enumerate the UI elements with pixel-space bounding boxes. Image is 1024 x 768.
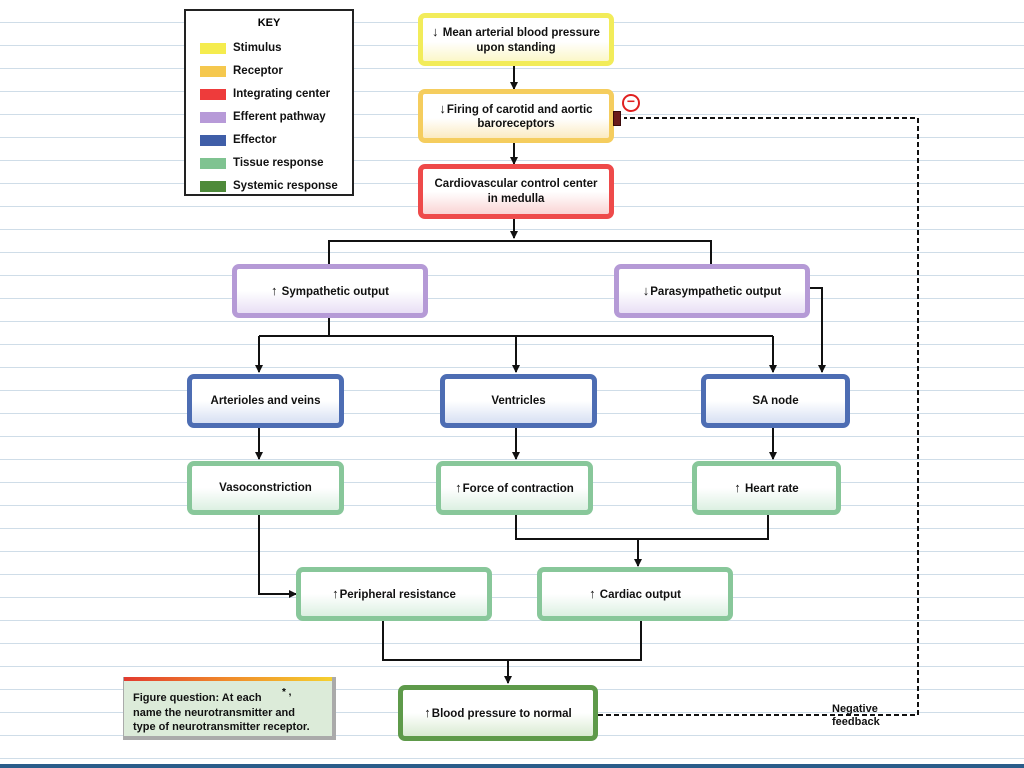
negative-feedback-loop	[598, 117, 919, 716]
node-parasympathetic-output: ↓Parasympathetic output	[614, 264, 810, 318]
legend-label: Tissue response	[233, 157, 324, 169]
feedback-target-marker	[613, 111, 621, 126]
legend-title: KEY	[257, 17, 281, 29]
legend-key: KEY Stimulus Receptor Integrating center…	[184, 9, 354, 196]
minus-sign-icon: −	[622, 94, 640, 112]
legend-item-integrating-center: Integrating center	[200, 87, 330, 101]
node-force-of-contraction: ↑Force of contraction	[436, 461, 593, 515]
node-label: Blood pressure to normal	[431, 707, 572, 720]
legend-label: Stimulus	[233, 42, 282, 54]
up-arrow-icon: ↑	[589, 585, 596, 601]
bottom-border	[0, 764, 1024, 768]
arrow-parasymp-to-sa	[809, 287, 826, 373]
legend-label: Integrating center	[233, 88, 331, 100]
node-peripheral-resistance: ↑Peripheral resistance	[296, 567, 492, 621]
node-receptor: ↓Firing of carotid and aortic barorecept…	[418, 89, 614, 143]
node-arterioles-and-veins: Arterioles and veins	[187, 374, 344, 428]
node-label: Ventricles	[491, 394, 546, 407]
question-marker: * ,	[282, 687, 292, 698]
node-label: Sympathetic output	[281, 285, 390, 298]
down-arrow-icon: ↓	[642, 282, 650, 298]
merge-resistance-output	[382, 621, 642, 661]
branch-to-sympathetic	[328, 240, 712, 264]
legend-item-systemic-response: Systemic response	[200, 179, 338, 193]
merge-force-heart	[515, 515, 769, 540]
down-arrow-icon: ↓	[439, 100, 446, 116]
legend-item-tissue-response: Tissue response	[200, 156, 324, 170]
legend-item-receptor: Receptor	[200, 64, 283, 78]
arrow-to-peripheral	[258, 515, 297, 598]
node-label: Vasoconstriction	[219, 481, 312, 494]
node-label: Arterioles and veins	[210, 394, 321, 407]
node-label: Firing of carotid and aortic barorecepto…	[446, 103, 593, 130]
negative-feedback-label: Negative feedback	[832, 703, 880, 729]
node-label: SA node	[752, 394, 799, 407]
up-arrow-icon: ↑	[455, 479, 462, 495]
feedback-label-line: Negative	[832, 703, 878, 715]
up-arrow-icon: ↑	[270, 282, 278, 298]
up-arrow-icon: ↑	[734, 479, 741, 495]
node-label: Force of contraction	[462, 482, 574, 495]
node-vasoconstriction: Vasoconstriction	[187, 461, 344, 515]
node-label: Peripheral resistance	[339, 588, 456, 601]
question-line: name the neurotransmitter and	[133, 706, 295, 719]
node-cardiac-output: ↑ Cardiac output	[537, 567, 733, 621]
legend-swatch	[200, 42, 226, 54]
node-stimulus: ↓ Mean arterial blood pressure upon stan…	[418, 13, 614, 66]
legend-label: Efferent pathway	[233, 111, 326, 123]
node-ventricles: Ventricles	[440, 374, 597, 428]
legend-swatch	[200, 180, 226, 192]
node-blood-pressure-to-normal: ↑Blood pressure to normal	[398, 685, 598, 741]
legend-swatch	[200, 134, 226, 146]
question-line: Figure question: At each	[133, 692, 262, 704]
legend-swatch	[200, 88, 226, 100]
figure-question-text: Figure question: At each name the neurot…	[133, 691, 331, 735]
node-heart-rate: ↑ Heart rate	[692, 461, 841, 515]
up-arrow-icon: ↑	[424, 704, 431, 720]
node-label: Parasympathetic output	[650, 285, 782, 298]
node-sa-node: SA node	[701, 374, 850, 428]
question-accent-bar	[124, 677, 332, 681]
legend-item-efferent-pathway: Efferent pathway	[200, 110, 326, 124]
legend-label: Effector	[233, 134, 277, 146]
question-line: type of neurotransmitter receptor.	[133, 721, 310, 734]
feedback-label-line: feedback	[832, 716, 880, 729]
node-label: Mean arterial blood pressure upon standi…	[442, 27, 600, 54]
up-arrow-icon: ↑	[332, 585, 339, 601]
node-label: Heart rate	[745, 482, 799, 495]
legend-item-stimulus: Stimulus	[200, 41, 282, 55]
legend-item-effector: Effector	[200, 133, 276, 147]
legend-swatch	[200, 157, 226, 169]
legend-label: Receptor	[233, 65, 283, 77]
node-integrating-center: Cardiovascular control center in medulla	[418, 164, 614, 219]
legend-swatch	[200, 65, 226, 77]
legend-label: Systemic response	[233, 180, 338, 192]
figure-question-box: * , Figure question: At each name the ne…	[123, 677, 336, 740]
node-sympathetic-output: ↑ Sympathetic output	[232, 264, 428, 318]
legend-swatch	[200, 111, 226, 123]
node-label: Cardiovascular control center in medulla	[434, 178, 598, 205]
node-label: Cardiac output	[599, 588, 681, 601]
down-arrow-icon: ↓	[432, 24, 439, 40]
